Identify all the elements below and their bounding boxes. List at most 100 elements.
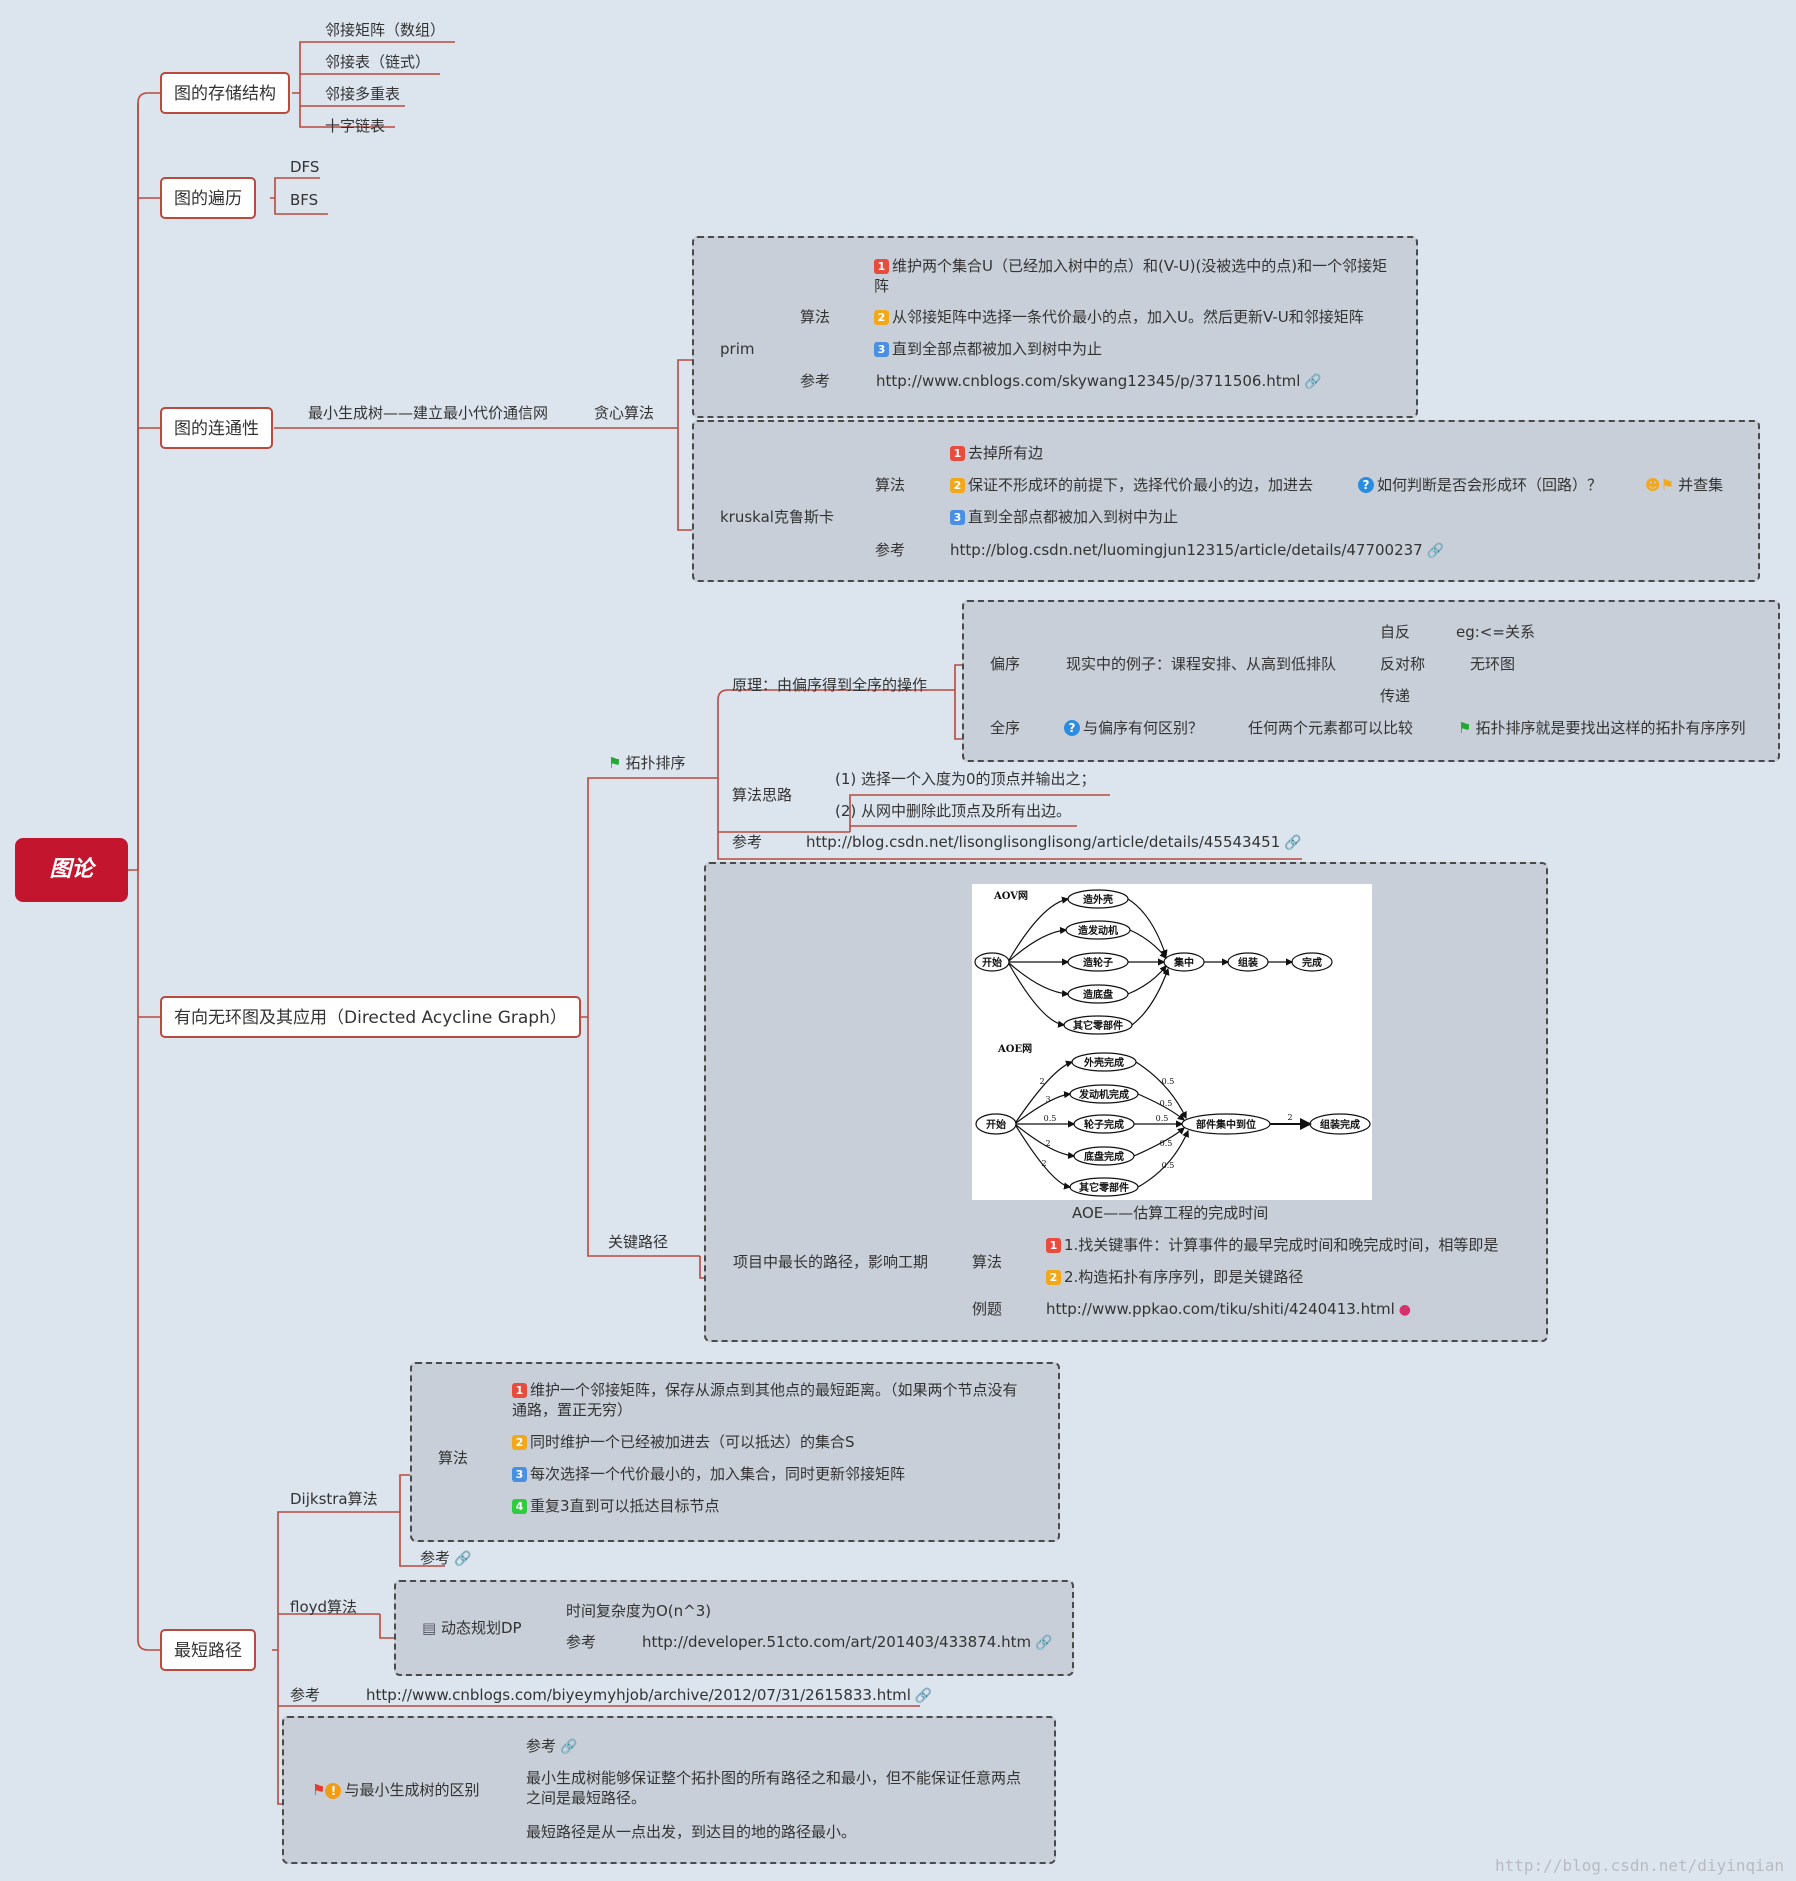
aov-aoe-diagram: AOV网 开始 造外壳造发动机造轮子造底盘其它零部件 集中组装完成 AOE网 开… [972,884,1372,1200]
svg-text:组装: 组装 [1238,956,1258,969]
topo-sort-label[interactable]: ⚑拓扑排序 [608,754,686,772]
shortest-path-topic[interactable]: 最短路径 [160,1629,256,1671]
dijkstra-label[interactable]: Dijkstra算法 [290,1490,378,1508]
kruskal-label[interactable]: kruskal克鲁斯卡 [720,508,834,526]
critical-path-label[interactable]: 关键路径 [608,1233,669,1251]
prop-reflexive[interactable]: 自反 [1380,623,1411,641]
svg-text:外壳完成: 外壳完成 [1083,1056,1124,1069]
svg-text:2: 2 [1045,1139,1050,1148]
mst-label[interactable]: 最小生成树——建立最小代价通信网 [308,404,549,422]
prop-antisymmetric[interactable]: 反对称 [1380,655,1426,673]
storage-item-matrix[interactable]: 邻接矩阵（数组） [325,21,446,39]
prop-antisymmetric-eg[interactable]: 无环图 [1470,655,1516,673]
critical-example-label[interactable]: 例题 [972,1300,1003,1318]
kruskal-ref-label[interactable]: 参考 [875,541,906,559]
prim-cloud [692,236,1418,418]
svg-text:开始: 开始 [986,1118,1006,1131]
mst-diff-label[interactable]: ⚑!与最小生成树的区别 [312,1781,480,1799]
aoe-caption[interactable]: AOE——估算工程的完成时间 [1072,1204,1269,1222]
traversal-dfs[interactable]: DFS [290,158,320,176]
prop-transitive[interactable]: 传递 [1380,687,1411,705]
kruskal-ref-link[interactable]: http://blog.csdn.net/luomingjun12315/art… [950,541,1445,559]
mst-diff-ref[interactable]: 参考🔗 [526,1737,578,1755]
connectivity-topic[interactable]: 图的连通性 [160,407,273,449]
link-icon: 🔗 [560,1739,578,1755]
svg-text:0.5: 0.5 [1160,1139,1173,1148]
green-flag-icon: ⚑ [608,754,622,772]
total-order-note[interactable]: ⚑拓扑排序就是要找出这样的拓扑有序序列 [1458,719,1746,737]
kruskal-algo-label[interactable]: 算法 [875,476,906,494]
floyd-ref-label[interactable]: 参考 [566,1633,597,1651]
smile-icon: ☻ [1645,476,1661,494]
svg-text:0.5: 0.5 [1156,1114,1169,1123]
storage-topic[interactable]: 图的存储结构 [160,72,290,114]
traversal-topic[interactable]: 图的遍历 [160,177,256,219]
shortest-ref-link[interactable]: http://www.cnblogs.com/biyeymyhjob/archi… [366,1686,933,1704]
dag-topic[interactable]: 有向无环图及其应用（Directed Acycline Graph） [160,996,581,1038]
storage-item-list[interactable]: 邻接表（链式） [325,53,431,71]
svg-text:0.5: 0.5 [1162,1077,1175,1086]
svg-text:造外壳: 造外壳 [1083,893,1113,906]
prim-ref-label[interactable]: 参考 [800,372,831,390]
prim-label[interactable]: prim [720,340,755,358]
prim-ref-link[interactable]: http://www.cnblogs.com/skywang12345/p/37… [876,372,1322,390]
kruskal-answer[interactable]: ☻⚑并查集 [1645,476,1724,494]
svg-text:部件集中到位: 部件集中到位 [1196,1118,1256,1131]
total-order-label[interactable]: 全序 [990,719,1021,737]
floyd-dp[interactable]: ▤ 动态规划DP [422,1619,522,1637]
prim-algo-label[interactable]: 算法 [800,308,831,326]
topo-approach-label[interactable]: 算法思路 [732,786,793,804]
floyd-cloud [394,1580,1074,1676]
total-order-answer[interactable]: 任何两个元素都可以比较 [1248,719,1414,737]
topo-ref-label[interactable]: 参考 [732,833,763,851]
storage-item-multilist[interactable]: 邻接多重表 [325,85,401,103]
critical-algo-label[interactable]: 算法 [972,1253,1003,1271]
svg-text:完成: 完成 [1302,956,1322,969]
root-topic[interactable]: 图论 [15,838,128,902]
link-icon: 🔗 [1304,374,1322,390]
mst-diff-note-2[interactable]: 最短路径是从一点出发，到达目的地的路径最小。 [526,1823,857,1841]
link-icon: 🔗 [1426,543,1445,559]
question-icon: ? [1358,477,1374,493]
topo-step-1[interactable]: (1) 选择一个入度为0的顶点并输出之； [835,770,1096,788]
svg-text:轮子完成: 轮子完成 [1084,1118,1124,1131]
shortest-ref-label[interactable]: 参考 [290,1686,321,1704]
topo-ref-link[interactable]: http://blog.csdn.net/lisonglisonglisong/… [806,833,1302,851]
floyd-complexity[interactable]: 时间复杂度为O(n^3) [566,1602,712,1620]
kruskal-question[interactable]: ?如何判断是否会形成环（回路）？ [1358,475,1602,495]
total-order-question[interactable]: ?与偏序有何区别？ [1064,718,1203,738]
mst-diff-note-1[interactable]: 最小生成树能够保证整个拓扑图的所有路径之和最小，但不能保证任意两点之间是最短路径… [526,1769,1022,1807]
floyd-label[interactable]: floyd算法 [290,1598,358,1616]
flag-icon: ⚑ [1660,476,1675,494]
critical-path-desc[interactable]: 项目中最长的路径，影响工期 [733,1253,929,1271]
link-icon: 🔗 [454,1551,472,1567]
partial-order-label[interactable]: 偏序 [990,655,1021,673]
svg-text:造底盘: 造底盘 [1083,988,1113,1001]
dijkstra-algo-label[interactable]: 算法 [438,1449,469,1467]
storage-item-orthogonal[interactable]: 十字链表 [325,117,386,135]
critical-example-link[interactable]: http://www.ppkao.com/tiku/shiti/4240413.… [1046,1300,1411,1318]
topo-step-2[interactable]: (2) 从网中删除此顶点及所有出边。 [835,802,1072,820]
link-icon: 🔗 [1284,835,1302,851]
traversal-bfs[interactable]: BFS [290,191,319,209]
partial-order-example[interactable]: 现实中的例子：课程安排、从高到低排队 [1066,655,1337,673]
greedy-label[interactable]: 贪心算法 [594,404,655,422]
dijkstra-ref[interactable]: 参考🔗 [420,1549,472,1567]
topo-principle[interactable]: 原理：由偏序得到全序的操作 [732,676,928,694]
svg-text:发动机完成: 发动机完成 [1078,1088,1129,1101]
prop-reflexive-eg[interactable]: eg:<=关系 [1456,623,1535,641]
floyd-ref-link[interactable]: http://developer.51cto.com/art/201403/43… [642,1633,1053,1651]
link-icon: 🔗 [1035,1635,1053,1651]
